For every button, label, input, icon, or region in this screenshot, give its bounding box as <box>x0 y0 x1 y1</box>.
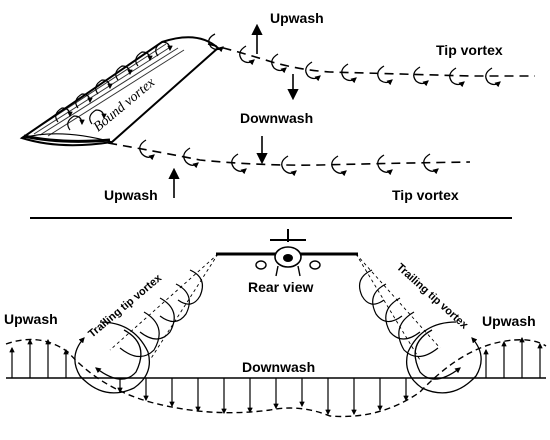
wash-profile-curve <box>5 338 547 418</box>
tip-vortex-bottom-label: Tip vortex <box>392 187 459 203</box>
rear-view-title: Rear view <box>248 279 313 295</box>
upwash-arrows-left <box>9 338 69 378</box>
upwash-left-label: Upwash <box>4 311 58 327</box>
trailing-tip-vortex-right-label: Trailing tip vortex <box>394 261 471 332</box>
upwash-bottom-label: Upwash <box>104 187 158 203</box>
wing-view: Bound vortex <box>19 10 535 203</box>
downwash-top-label: Downwash <box>240 110 313 126</box>
trailing-vortex-left <box>74 269 203 394</box>
tip-vortex-top-label: Tip vortex <box>436 42 503 58</box>
tip-vortex-top-trail <box>207 33 535 88</box>
tip-vortex-bottom-trail <box>107 139 471 177</box>
trailing-vortex-right <box>359 269 482 394</box>
downwash-arrows <box>117 378 409 416</box>
wing <box>19 36 220 147</box>
rear-view: Rear view Trailing tip vortex Trailing t… <box>4 229 547 418</box>
upwash-top-label: Upwash <box>270 10 324 26</box>
airplane-icon <box>216 229 358 277</box>
bound-vortex-swirls <box>55 41 173 131</box>
trailing-tip-vortex-left-label: Trailing tip vortex <box>86 272 165 341</box>
downwash-rear-label: Downwash <box>242 359 315 375</box>
upwash-right-label: Upwash <box>482 313 536 329</box>
upwash-arrows-right <box>483 336 543 378</box>
